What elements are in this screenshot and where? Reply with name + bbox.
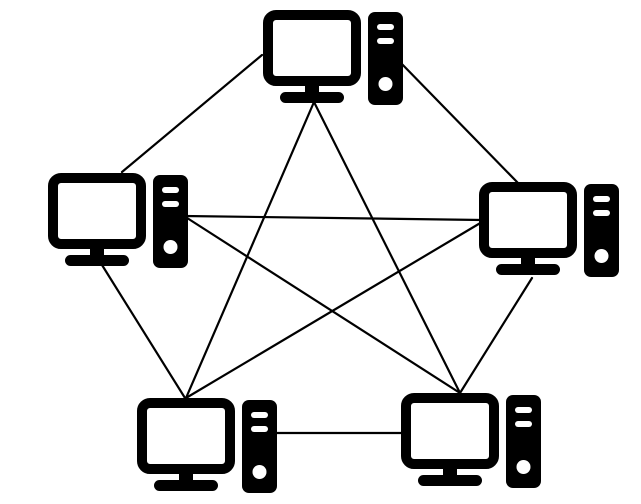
link-left-to-bottom-right (182, 214, 462, 395)
computer-nodes (53, 12, 619, 493)
link-right-to-bottom-left (184, 220, 484, 400)
link-top-to-left (120, 53, 264, 174)
computer-node-bottom-right (406, 395, 541, 488)
desktop-computer-icon (142, 400, 277, 493)
computer-node-right (484, 184, 619, 277)
desktop-computer-icon (484, 184, 619, 277)
desktop-computer-icon (268, 12, 403, 105)
link-top-to-right (396, 58, 520, 185)
desktop-computer-icon (53, 175, 188, 268)
link-top-to-bottom-left (184, 100, 316, 400)
computer-node-left (53, 175, 188, 268)
link-top-to-bottom-right (312, 100, 462, 395)
link-right-to-bottom-right (458, 276, 534, 395)
connection-links (100, 53, 534, 435)
link-left-to-right (182, 214, 484, 222)
link-left-to-bottom-left (100, 263, 187, 400)
computer-node-bottom-left (142, 400, 277, 493)
computer-node-top (268, 12, 403, 105)
desktop-computer-icon (406, 395, 541, 488)
